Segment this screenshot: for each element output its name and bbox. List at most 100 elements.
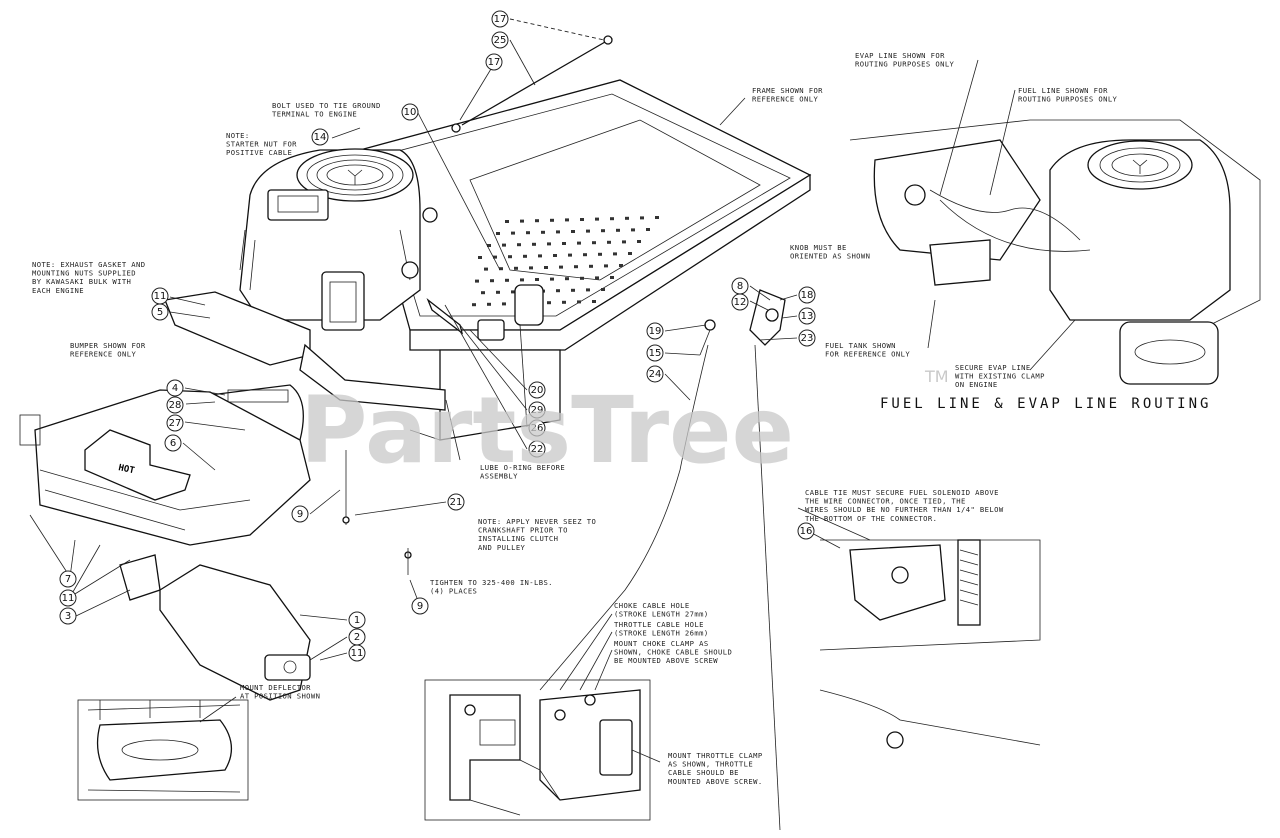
frame-hole: [487, 302, 491, 306]
callout-circle: [166, 379, 184, 397]
frame-hole: [577, 241, 581, 245]
frame-hole: [535, 219, 539, 223]
frame-hole: [523, 254, 527, 258]
frame-hole: [520, 219, 524, 223]
callout-28: 28: [166, 396, 184, 414]
callout-circle: [646, 365, 664, 383]
callout-number: 9: [297, 509, 303, 520]
note-line: THROTTLE CABLE HOLE: [614, 620, 704, 629]
frame-hole: [547, 242, 551, 246]
note-line: BUMPER SHOWN FOR: [70, 341, 146, 350]
note-throttle-hole: THROTTLE CABLE HOLE(STROKE LENGTH 26mm): [614, 620, 709, 638]
callout-circle: [311, 128, 329, 146]
callout-circle: [528, 381, 546, 399]
frame-hole: [586, 229, 590, 233]
callout-15: 15: [646, 344, 664, 362]
note-line: THE WIRE CONNECTOR, ONCE TIED, THE: [805, 497, 966, 506]
note-line: BY KAWASAKI BULK WITH: [32, 277, 131, 286]
callout-16: 16: [797, 522, 815, 540]
frame-hole: [628, 252, 632, 255]
frame-hole: [619, 264, 623, 267]
frame-hole: [655, 216, 659, 219]
frame-hole: [601, 288, 605, 291]
frame-hole: [595, 276, 599, 280]
frame-hole: [475, 279, 479, 283]
frame-hole: [574, 265, 578, 269]
callout-2: 2: [348, 628, 366, 646]
hardware-drawing: [342, 35, 786, 831]
frame-hole: [568, 253, 572, 257]
note-line: AND PULLEY: [478, 543, 526, 552]
note-line: (STROKE LENGTH 27mm): [614, 610, 709, 619]
frame-hole: [562, 242, 566, 245]
frame-hole: [625, 216, 629, 220]
callout-circle: [59, 570, 77, 588]
frame-hole: [610, 276, 614, 279]
callout-19: 19: [646, 322, 664, 340]
lower-muffler-drawing: [159, 564, 311, 701]
callout-23: 23: [798, 329, 816, 347]
callout-17: 17: [491, 10, 509, 28]
note-line: TIGHTEN TO 325-400 IN-LBS.: [430, 578, 553, 587]
note-line: MOUNT THROTTLE CLAMP: [668, 751, 763, 760]
note-line: MOUNTING NUTS SUPPLIED: [32, 269, 136, 278]
frame-hole: [505, 220, 509, 223]
note-line: WIRES SHOULD BE NO FURTHER THAN 1/4" BEL…: [805, 505, 1004, 514]
callout-circle: [447, 493, 465, 511]
frame-hole: [481, 291, 485, 295]
frame-hole: [499, 267, 503, 271]
callout-number: 21: [450, 497, 463, 508]
callout-number: 19: [649, 326, 662, 337]
callout-number: 26: [531, 423, 544, 434]
callout-4: 4: [166, 379, 184, 397]
callout-circle: [528, 419, 546, 437]
frame-hole: [535, 278, 539, 281]
callout-number: 18: [801, 290, 814, 301]
note-line: ON ENGINE: [955, 380, 998, 389]
callout-10: 10: [401, 103, 419, 121]
callout-14: 14: [311, 128, 329, 146]
callout-circle: [485, 53, 503, 71]
frame-hole: [592, 300, 596, 303]
note-line: ASSEMBLY: [480, 472, 518, 481]
callout-circle: [59, 589, 77, 607]
callout-9: 9: [291, 505, 309, 523]
callout-11: 11: [151, 287, 169, 305]
frame-hole: [583, 253, 587, 257]
callout-circle: [731, 293, 749, 311]
frame-drawing: [359, 79, 812, 441]
note-line: CRANKSHAFT PRIOR TO: [478, 526, 568, 535]
frame-hole: [544, 266, 548, 269]
frame-hole: [493, 255, 497, 259]
frame-hole: [595, 217, 599, 221]
frame-hole: [550, 277, 554, 281]
callout-number: 8: [737, 281, 743, 292]
callout-circle: [798, 307, 816, 325]
note-line: EACH ENGINE: [32, 286, 84, 295]
callout-circle: [166, 414, 184, 432]
frame-hole: [613, 252, 617, 256]
callout-1: 1: [348, 611, 366, 629]
note-line: FUEL LINE SHOWN FOR: [1018, 86, 1108, 95]
note-line: POSITIVE CABLE: [226, 148, 292, 157]
callout-number: 16: [800, 526, 813, 537]
frame-hole: [607, 240, 611, 244]
callout-number: 11: [62, 593, 75, 604]
note-line: AS SHOWN, THROTTLE: [668, 760, 753, 769]
note-choke-hole: CHOKE CABLE HOLE(STROKE LENGTH 27mm): [614, 601, 709, 619]
callout-9: 9: [411, 597, 429, 615]
callout-number: 9: [417, 601, 423, 612]
callout-6: 6: [164, 434, 182, 452]
frame-hole: [604, 264, 608, 268]
callout-3: 3: [59, 607, 77, 625]
note-line: (STROKE LENGTH 26mm): [614, 629, 709, 638]
callout-25: 25: [491, 31, 509, 49]
note-line: KNOB MUST BE: [790, 243, 847, 252]
fuel-routing-inset: [849, 119, 1261, 385]
